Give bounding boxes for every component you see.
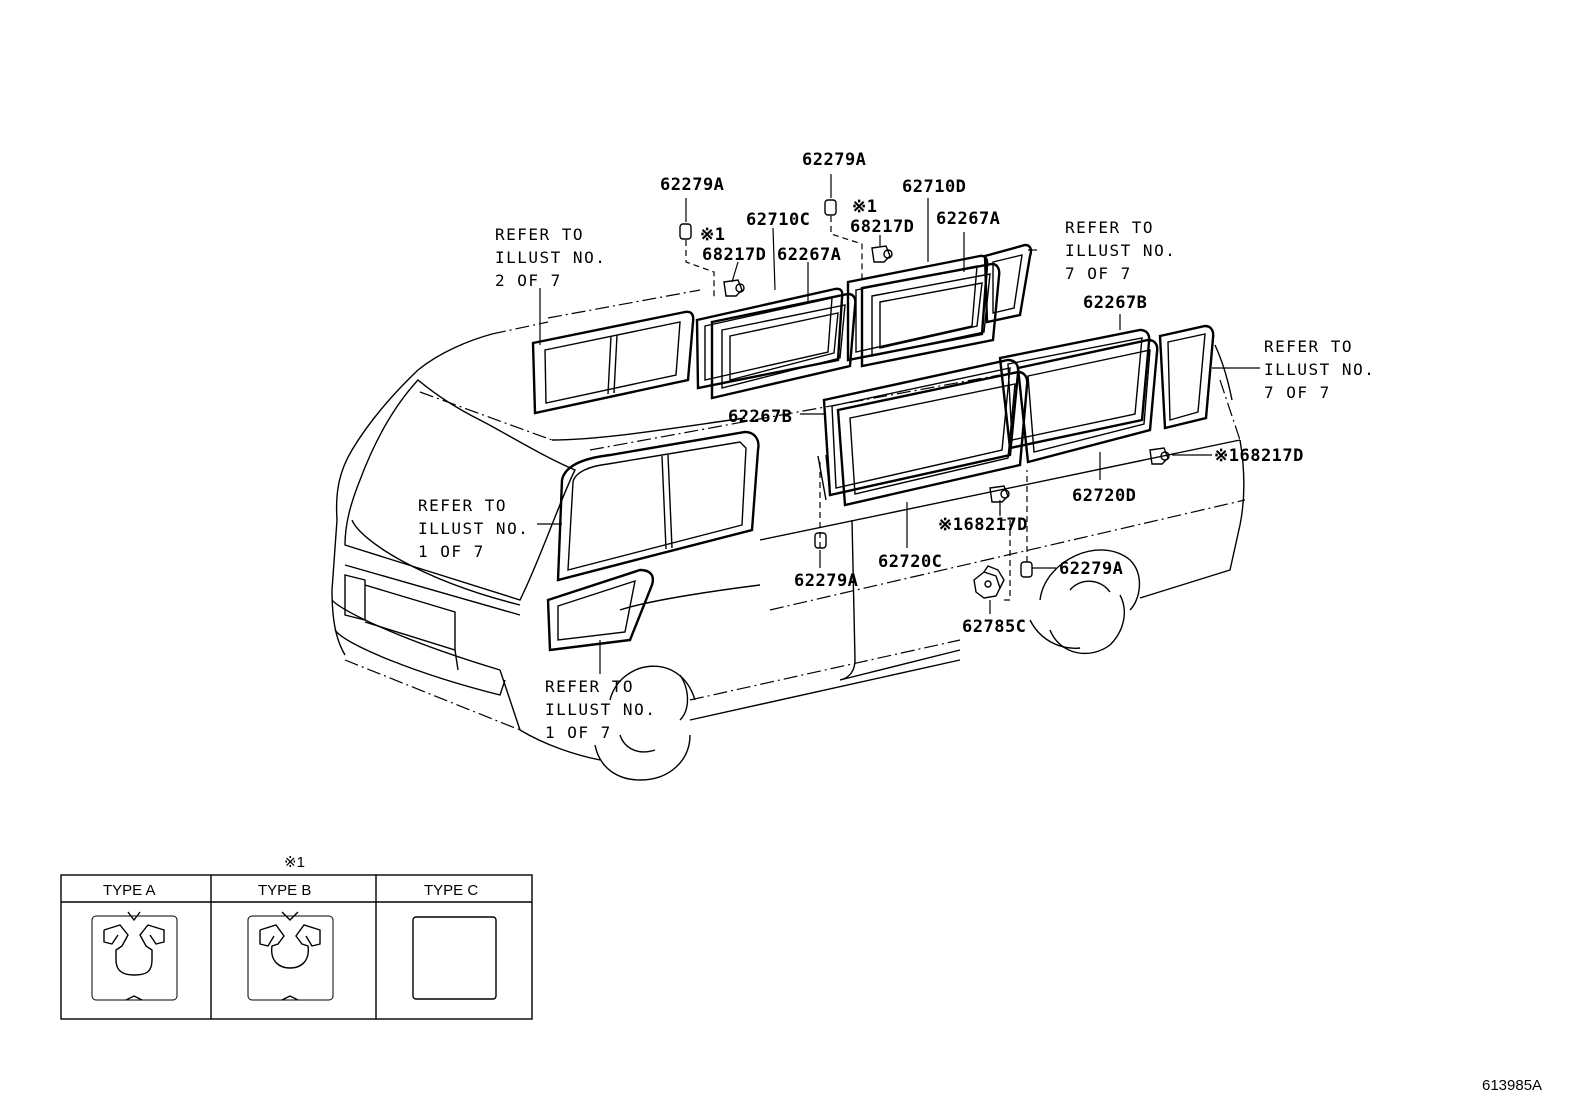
weatherstrip-62267b-left xyxy=(822,358,1020,497)
van-body xyxy=(331,289,1246,781)
label-62720c: 62720C xyxy=(878,552,942,572)
type-b-header: TYPE B xyxy=(258,882,311,899)
assembly-lines xyxy=(685,216,1028,601)
label-62279a-top-left: 62279A xyxy=(660,175,724,195)
label-62720d: 62720D xyxy=(1072,486,1136,506)
clip-62279a-top-mid xyxy=(824,199,837,216)
clip-68217d-top-mid xyxy=(871,245,893,263)
window-upper-right xyxy=(983,243,1033,324)
figure-id: 613985A xyxy=(1482,1077,1542,1094)
label-62785c: 62785C xyxy=(962,617,1026,637)
label-68217d-lower: ※168217D xyxy=(938,515,1028,535)
window-glass-62267a-right xyxy=(860,262,1001,368)
clip-62279a-top-left xyxy=(679,223,692,240)
clip-68217d-lower xyxy=(989,485,1010,503)
refer-line: REFER TO xyxy=(545,677,634,696)
window-upper-left xyxy=(531,310,695,415)
label-68217d-right: ※168217D xyxy=(1214,446,1304,466)
leader-lines xyxy=(537,174,1260,674)
clip-68217d-right xyxy=(1149,447,1170,465)
refer-line: ILLUST NO. xyxy=(418,519,529,538)
part-number-labels: 62279A 62279A 62710D ※1 ※1 62710C 68217D… xyxy=(660,150,1304,637)
refer-note-top-right: REFER TO ILLUST NO. 7 OF 7 xyxy=(1065,218,1176,283)
clip-type-c-icon xyxy=(412,916,497,1000)
label-62267a-right: 62267A xyxy=(936,209,1000,229)
refer-line: REFER TO xyxy=(1264,337,1353,356)
window-frame-62710c xyxy=(695,287,844,390)
label-62279a-lower-right: 62279A xyxy=(1059,559,1123,579)
label-62710c: 62710C xyxy=(746,210,810,230)
window-rear-right xyxy=(1158,324,1215,430)
clip-type-a-icon xyxy=(91,911,178,1001)
window-glass-62720d xyxy=(1016,338,1159,464)
label-note1-mid: ※1 xyxy=(852,197,877,217)
refer-line: 2 OF 7 xyxy=(495,271,562,290)
refer-notes: REFER TO ILLUST NO. 2 OF 7 REFER TO ILLU… xyxy=(418,218,1375,742)
refer-note-bottom: REFER TO ILLUST NO. 1 OF 7 xyxy=(545,677,656,742)
window-panels xyxy=(531,243,1215,507)
refer-line: ILLUST NO. xyxy=(545,700,656,719)
clip-62279a-lower-right xyxy=(1020,561,1033,578)
type-c-header: TYPE C xyxy=(424,882,478,899)
refer-note-top-left: REFER TO ILLUST NO. 2 OF 7 xyxy=(495,225,606,290)
label-62279a-top-mid: 62279A xyxy=(802,150,866,170)
weatherstrip-62267b-right xyxy=(998,328,1151,450)
refer-line: ILLUST NO. xyxy=(495,248,606,267)
refer-line: 7 OF 7 xyxy=(1065,264,1132,283)
refer-note-right: REFER TO ILLUST NO. 7 OF 7 xyxy=(1264,337,1375,402)
label-62710d: 62710D xyxy=(902,177,966,197)
label-62267b-right: 62267B xyxy=(1083,293,1147,313)
refer-line: 1 OF 7 xyxy=(545,723,612,742)
refer-line: REFER TO xyxy=(418,496,507,515)
type-table-note: ※1 xyxy=(284,854,305,871)
bracket-62785c xyxy=(973,565,1005,599)
label-68217d-top-mid: 68217D xyxy=(850,217,914,237)
clip-type-b-icon xyxy=(247,911,334,1001)
refer-note-mid-left: REFER TO ILLUST NO. 1 OF 7 xyxy=(418,496,529,561)
window-glass-62267a-left xyxy=(710,292,857,400)
refer-line: 7 OF 7 xyxy=(1264,383,1331,402)
clip-type-table: ※1 TYPE A TYPE B TYPE C xyxy=(60,854,533,1020)
refer-line: REFER TO xyxy=(495,225,584,244)
label-68217d-top-left: 68217D xyxy=(702,245,766,265)
refer-line: 1 OF 7 xyxy=(418,542,485,561)
clip-68217d-top-left xyxy=(723,279,745,297)
refer-line: REFER TO xyxy=(1065,218,1154,237)
label-62267b-left: 62267B xyxy=(728,407,792,427)
refer-line: ILLUST NO. xyxy=(1065,241,1176,260)
label-62267a-left: 62267A xyxy=(777,245,841,265)
label-62279a-lower-left: 62279A xyxy=(794,571,858,591)
refer-line: ILLUST NO. xyxy=(1264,360,1375,379)
type-a-header: TYPE A xyxy=(103,882,156,899)
label-note1-left: ※1 xyxy=(700,225,725,245)
